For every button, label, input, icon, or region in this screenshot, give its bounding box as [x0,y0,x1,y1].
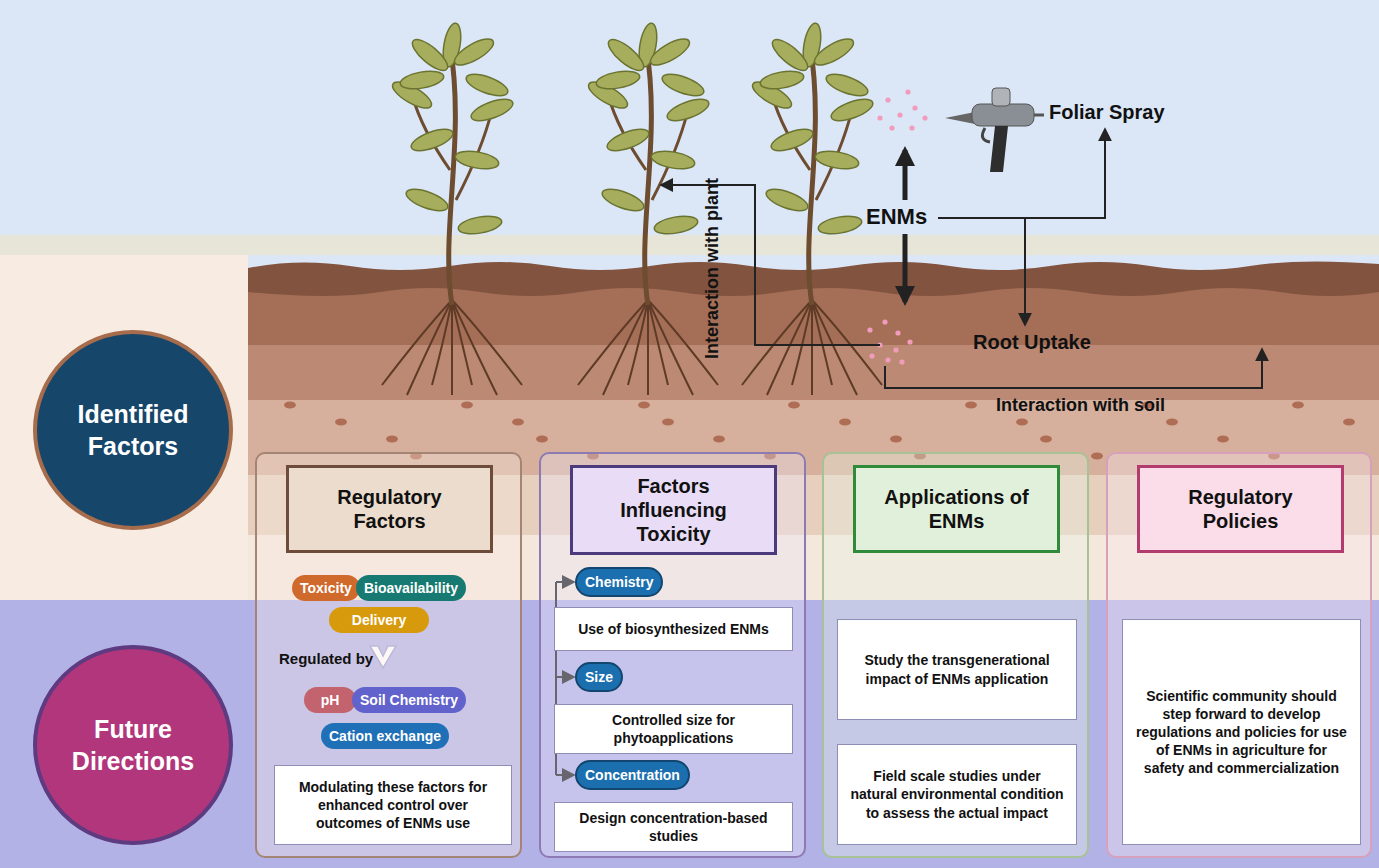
note-text: Controlled size for phytoapplications [567,711,780,747]
pill-label: Size [585,669,613,685]
section-title: Identified Factors [57,398,209,463]
column-heading: Factors Influencing Toxicity [570,465,777,555]
note-label: Regulated by [279,650,373,667]
pill-label: Chemistry [585,574,653,590]
column-heading: Applications of ENMs [853,465,1060,553]
note-box: Study the transgenerational impact of EN… [837,619,1077,720]
note-box: Design concentration-based studies [554,802,793,852]
flow-label: Foliar Spray [1049,101,1165,124]
pill-label: Delivery [337,612,421,628]
factor-pill: Delivery [329,607,429,633]
pill-label: Cation exchange [329,728,441,744]
column-heading: Regulatory Policies [1137,465,1344,553]
factor-pill: Toxicity [292,575,360,601]
section-circle: Future Directions [33,645,233,845]
note-box: Controlled size for phytoapplications [554,704,793,754]
flow-label: ENMs [866,204,927,230]
pill-label: pH [312,692,348,708]
left-strip [0,255,248,600]
note-text: Modulating these factors for enhanced co… [287,778,499,833]
pill-label: Soil Chemistry [360,692,458,708]
column-heading: Regulatory Factors [286,465,493,553]
factor-pill: Concentration [575,760,690,790]
factor-pill: Bioavailability [356,575,466,601]
ground-strip [0,235,1379,255]
factor-pill: pH [304,687,356,713]
lower-band [0,600,1379,868]
note-text: Use of biosynthesized ENMs [578,620,769,638]
column-panel: ChemistryUse of biosynthesized ENMsSizeC… [539,452,806,858]
spray-gun [945,88,1044,172]
factor-pill: Cation exchange [321,723,449,749]
factor-pill: Size [575,662,623,692]
note-text: Study the transgenerational impact of EN… [850,651,1064,687]
pill-label: Bioavailability [364,580,458,596]
column-panel: Study the transgenerational impact of EN… [822,452,1089,858]
sky [0,0,1379,235]
note-text: Field scale studies under natural enviro… [850,767,1064,822]
note-box: Use of biosynthesized ENMs [554,607,793,651]
plants [382,22,882,395]
section-circle: Identified Factors [33,330,233,530]
pebbles [284,402,1355,460]
arrow-label: Interaction with plant [702,177,723,358]
arrow-label: Interaction with soil [996,395,1165,416]
topsoil [248,261,1379,296]
note-text: Scientific community should step forward… [1135,687,1348,778]
note-text: Design concentration-based studies [567,809,780,845]
note-box: Modulating these factors for enhanced co… [274,765,512,845]
factor-pill: Chemistry [575,567,663,597]
note-box: Field scale studies under natural enviro… [837,744,1077,845]
factor-pill: Soil Chemistry [352,687,466,713]
pill-label: Concentration [585,767,680,783]
column-panel: Scientific community should step forward… [1106,452,1372,858]
note-box: Scientific community should step forward… [1122,619,1361,845]
pill-label: Toxicity [300,580,352,596]
soil-layer [248,270,1379,400]
flow-arrows [662,130,1262,388]
soil-layer [248,270,1379,600]
section-title: Future Directions [57,713,209,778]
flow-label: Root Uptake [973,331,1091,354]
